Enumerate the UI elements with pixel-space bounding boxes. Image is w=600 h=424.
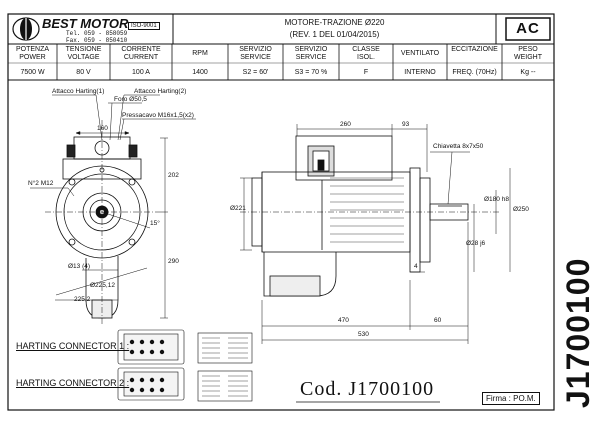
label-n2-m12: N°2 M12 <box>28 180 54 187</box>
iso-badge: ISO-9001 <box>128 22 160 30</box>
signature-box: Firma : PO.M. <box>482 392 540 405</box>
dim-530: 530 <box>358 331 369 338</box>
dim-93: 93 <box>402 121 410 128</box>
dim-290: 290 <box>168 258 179 265</box>
spec-value-vent: INTERNO <box>404 69 436 76</box>
spec-value-power: 7500 W <box>20 69 45 76</box>
spec-value-excitation: FREQ. (70Hz) <box>452 69 497 76</box>
drawing-code: Cod. J1700100 <box>300 378 435 400</box>
side-code: J1700100 <box>560 257 596 408</box>
type-badge: AC <box>516 20 540 37</box>
spec-head-3: RPM <box>192 50 208 57</box>
label-harting-2: Attacco Harting(2) <box>134 88 187 95</box>
dim-13: Ø13 (4) <box>68 263 91 270</box>
label-chiavetta: Chiavetta 8x7x50 <box>433 143 484 150</box>
dim-15deg: 15° <box>150 220 160 227</box>
spec-head-8: ECCITAZIONE <box>451 46 498 53</box>
title-line-2: (REV. 1 DEL 01/04/2015) <box>289 30 380 39</box>
dim-225-12: Ø225,12 <box>90 282 115 289</box>
spec-value-weight: Kg -- <box>520 69 536 76</box>
harting-connector-1-label: HARTING CONNECTOR 1 : <box>16 341 130 351</box>
dim-250: Ø250 <box>513 206 529 213</box>
spec-value-class: F <box>363 69 369 76</box>
dim-160: 160 <box>97 125 108 132</box>
label-harting-1: Attacco Harting(1) <box>52 88 105 95</box>
dim-470: 470 <box>338 317 349 324</box>
dim-225-2: 225,2 <box>74 296 91 303</box>
brand-tel: Tel. 059 - 858059 <box>66 30 128 37</box>
dim-260: 260 <box>340 121 351 128</box>
dim-60: 60 <box>434 317 442 324</box>
dim-180: Ø180 h8 <box>484 196 509 203</box>
spec-value-s2: S2 = 60' <box>242 69 269 76</box>
dim-28: Ø28 j6 <box>466 240 486 247</box>
brand-fax: Fax. 059 - 850410 <box>66 37 128 44</box>
dim-221: Ø221 <box>230 205 246 212</box>
spec-value-s3: S3 = 70 % <box>294 69 328 76</box>
title-line-1: MOTORE-TRAZIONE Ø220 <box>284 18 385 27</box>
spec-head-7: VENTILATO <box>400 50 440 57</box>
brand-name: BEST MOTOR <box>42 16 129 31</box>
dim-202: 202 <box>168 172 179 179</box>
label-foro: Foro Ø50,5 <box>114 96 147 103</box>
harting-connector-2-label: HARTING CONNECTOR 2 : <box>16 378 130 388</box>
label-pressacavo: Pressacavo M16x1,5(x2) <box>122 112 194 119</box>
spec-value-current: 100 A <box>132 69 150 76</box>
spec-value-voltage: 80 V <box>76 69 91 76</box>
dim-4: 4 <box>414 263 418 270</box>
spec-value-rpm: 1400 <box>192 69 208 76</box>
